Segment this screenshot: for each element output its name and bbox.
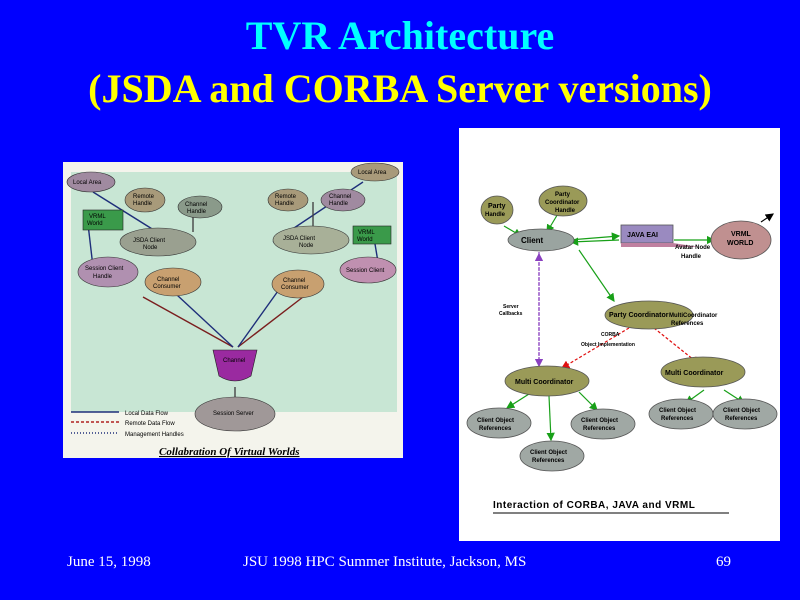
svg-text:Node: Node [299,243,314,249]
svg-text:Session Client: Session Client [346,268,385,274]
left-diagram-caption: Collabration Of Virtual Worlds [159,446,300,458]
party-coord-handle-label-3: Handle [555,208,576,214]
footer-event: JSU 1998 HPC Summer Institute, Jackson, … [243,554,527,570]
svg-text:Channel: Channel [157,277,179,283]
svg-text:Handle: Handle [329,201,349,207]
party-handle-label-1: Party [488,203,506,210]
svg-text:Remote: Remote [275,194,297,200]
svg-text:Client Object: Client Object [659,408,696,414]
party-coord-handle-label-1: Party [555,192,571,198]
client-object-references-3: Client Object References [530,450,567,464]
client-object-references-4: Client Object References [659,408,696,422]
right-diagram-caption: Interaction of CORBA, JAVA and VRML [493,500,695,511]
svg-text:Channel: Channel [329,194,351,200]
svg-text:Channel: Channel [283,278,305,284]
svg-text:Local Area: Local Area [358,170,387,176]
legend-management-handles: Management Handles [125,432,184,438]
corba-impl-label-2: Object Implementation [581,342,635,348]
legend-local-data-flow: Local Data Flow [125,411,169,417]
page-number: 69 [716,554,731,570]
svg-text:Node: Node [143,245,158,251]
svg-text:Handle: Handle [275,201,295,207]
svg-text:Remote: Remote [133,194,155,200]
svg-text:JSDA Client: JSDA Client [133,238,165,244]
svg-text:References: References [661,416,694,422]
party-handle-label-2: Handle [485,212,506,218]
avatar-node-label-2: Handle [681,254,702,260]
java-eai-label: JAVA EAI [627,232,658,239]
svg-text:World: World [87,221,103,227]
party-coord-handle-label-2: Coordinator [545,200,580,206]
slide-title: TVR Architecture [245,13,555,58]
avatar-node-label-1: Avatar Node [675,245,711,251]
svg-text:Client Object: Client Object [530,450,567,456]
client-object-references-1: Client Object References [477,418,514,432]
svg-text:Client Object: Client Object [581,418,618,424]
party-coordinator-label: Party Coordinator [609,312,669,319]
svg-text:Client Object: Client Object [477,418,514,424]
multi-coordinator-left-label: Multi Coordinator [515,379,574,386]
svg-text:Consumer: Consumer [281,285,309,291]
slide-subtitle: (JSDA and CORBA Server versions) [88,66,712,111]
svg-text:VRML: VRML [89,214,106,220]
svg-text:References: References [479,426,512,432]
multicoord-ref-label-1: MultiCoordinator [669,313,718,319]
server-callbacks-label-1: Server [503,304,519,310]
svg-text:Session Client: Session Client [85,266,124,272]
svg-text:JSDA Client: JSDA Client [283,236,315,242]
svg-text:Handle: Handle [187,209,207,215]
client-object-references-2: Client Object References [581,418,618,432]
svg-text:Client Object: Client Object [723,408,760,414]
corba-impl-label-1: CORBA [601,332,620,338]
svg-text:References: References [583,426,616,432]
client-node-label: Client [521,236,544,245]
svg-text:VRML: VRML [358,230,375,236]
svg-text:World: World [357,237,373,243]
footer-date: June 15, 1998 [67,554,151,570]
svg-text:Channel: Channel [223,358,245,364]
multi-coordinator-right-label: Multi Coordinator [665,370,724,377]
legend-remote-data-flow: Remote Data Flow [125,421,175,427]
svg-text:Local Area: Local Area [73,180,102,186]
server-callbacks-label-2: Callbacks [499,311,523,317]
svg-text:Session Server: Session Server [213,411,254,417]
client-object-references-5: Client Object References [723,408,760,422]
svg-text:Consumer: Consumer [153,284,181,290]
multicoord-ref-label-2: References [671,321,704,327]
svg-text:Handle: Handle [93,274,113,280]
vrml-world-label-2: WORLD [727,240,753,247]
corba-java-vrml-diagram: Party Handle Party Coordinator Handle Cl… [459,128,780,541]
svg-text:Channel: Channel [185,202,207,208]
vrml-world-label-1: VRML [731,231,752,238]
svg-text:References: References [532,458,565,464]
svg-text:References: References [725,416,758,422]
svg-text:Handle: Handle [133,201,153,207]
